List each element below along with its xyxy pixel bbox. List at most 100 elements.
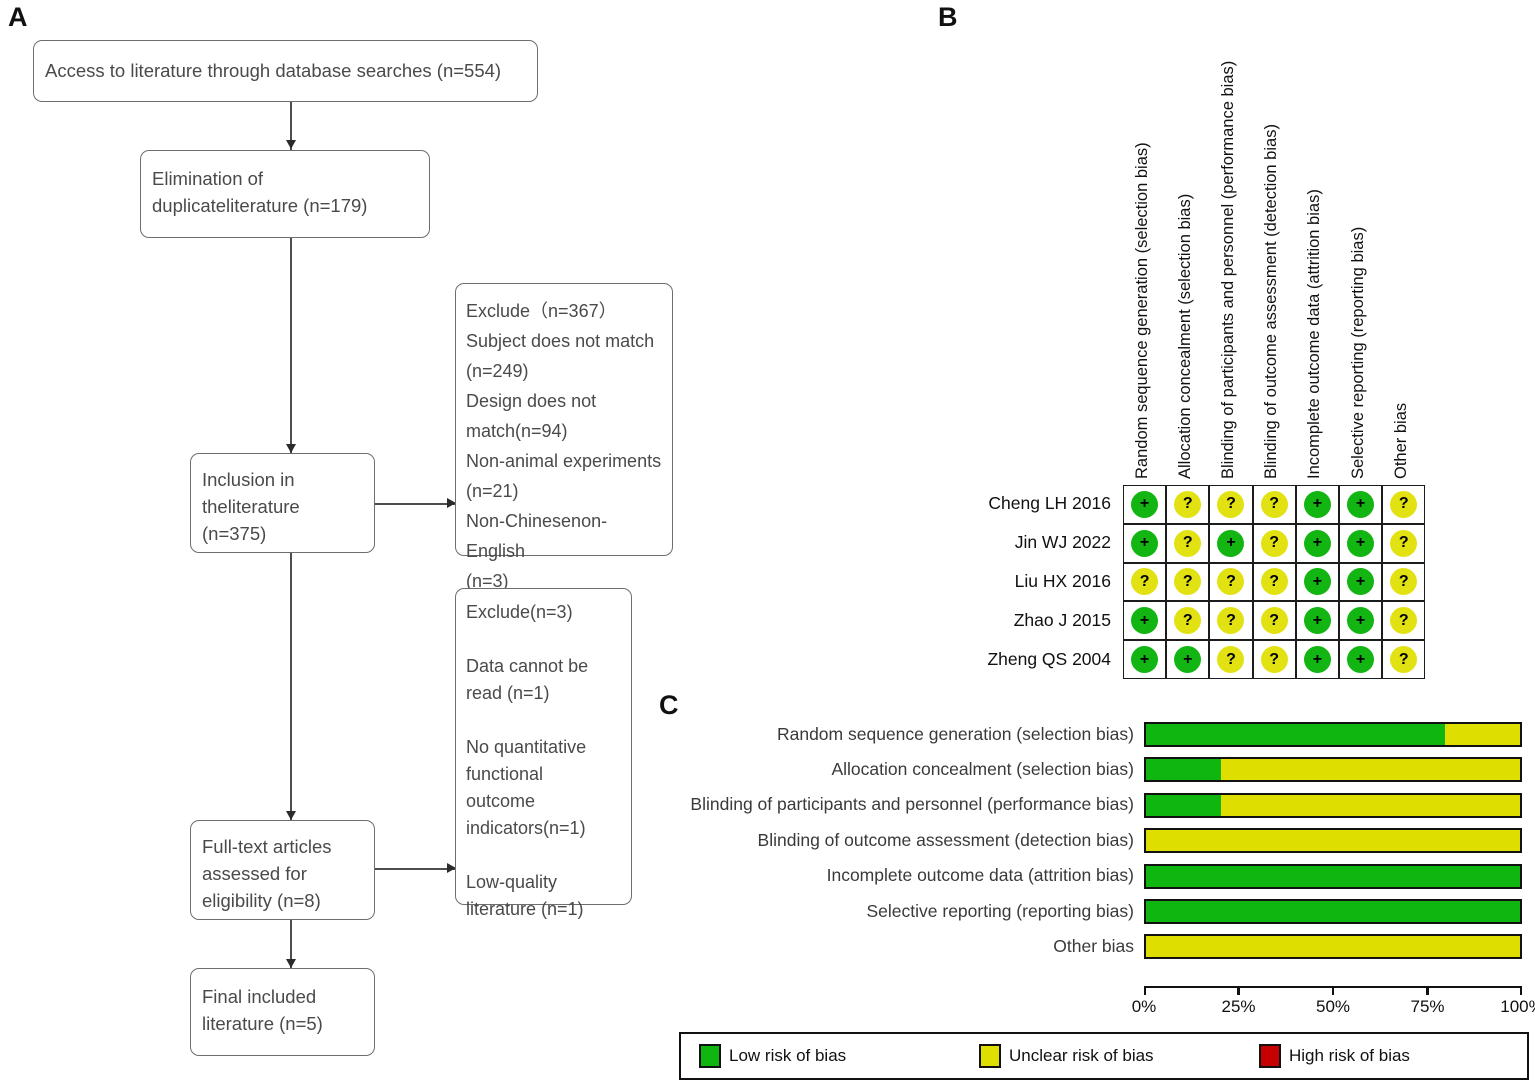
- rob-judgement-unclear-icon: ?: [1217, 568, 1245, 596]
- bar-label-1: Allocation concealment (selection bias): [831, 758, 1134, 779]
- rob-judgement-unclear-icon: ?: [1260, 529, 1288, 557]
- x-tick-label-100: 100%: [1500, 997, 1535, 1016]
- legend-label-high: High risk of bias: [1289, 1046, 1410, 1065]
- panel-b-risk-of-bias-summary: B Random sequence generation (selection …: [930, 0, 1450, 700]
- rob-cell: ?: [1123, 562, 1167, 602]
- flowbox-records-excluded: Exclude（n=367） Subject does not match (n…: [455, 283, 673, 591]
- bar-label-4: Incomplete outcome data (attrition bias): [826, 865, 1134, 886]
- legend-swatch-unclear-icon: [979, 1044, 1001, 1068]
- bar-segment-low: [1146, 901, 1520, 922]
- bar-label-5: Selective reporting (reporting bias): [866, 900, 1135, 921]
- bar-track: [1144, 863, 1522, 889]
- legend-item-unclear: Unclear risk of bias: [979, 1044, 1154, 1068]
- rob-cell: ?: [1209, 485, 1253, 524]
- connector-3: [375, 503, 455, 505]
- bar-label-0: Random sequence generation (selection bi…: [776, 723, 1134, 744]
- rob-cell: +: [1295, 485, 1339, 524]
- x-tick-label-25: 25%: [1221, 997, 1256, 1016]
- rob-judgement-unclear-icon: ?: [1174, 490, 1202, 518]
- legend-swatch-low-icon: [699, 1044, 721, 1068]
- rob-column-header-1: Allocation concealment (selection bias): [1175, 193, 1194, 479]
- rob-judgement-unclear-icon: ?: [1390, 490, 1418, 518]
- legend-item-high: High risk of bias: [1259, 1044, 1410, 1068]
- rob-judgement-unclear-icon: ?: [1390, 607, 1418, 635]
- bar-segment-unclear: [1146, 830, 1520, 852]
- rob-judgement-low-icon: +: [1347, 529, 1375, 557]
- rob-judgement-unclear-icon: ?: [1217, 490, 1245, 518]
- rob-cell: +: [1123, 601, 1167, 641]
- rob-cell: +: [1339, 523, 1383, 563]
- bar-track: [1144, 828, 1522, 854]
- x-tick-75: [1426, 986, 1429, 995]
- rob-judgement-unclear-icon: ?: [1260, 568, 1288, 596]
- rob-cell: ?: [1252, 601, 1296, 641]
- flowbox-fulltext-assessed: Full-text articles assessed for eligibil…: [190, 820, 375, 920]
- rob-cell: +: [1123, 640, 1167, 679]
- panel-c-risk-of-bias-graph: C Random sequence generation (selection …: [655, 690, 1535, 1088]
- arrow-3: [447, 498, 456, 508]
- bar-label-6: Other bias: [1053, 935, 1134, 956]
- x-tick-0: [1144, 986, 1147, 995]
- rob-judgement-unclear-icon: ?: [1217, 646, 1245, 674]
- rob-study-label-4: Zheng QS 2004: [987, 648, 1111, 669]
- legend-swatch-high-icon: [1259, 1044, 1281, 1068]
- rob-cell: ?: [1209, 562, 1253, 602]
- rob-judgement-low-icon: +: [1131, 646, 1159, 674]
- bar-track: [1144, 792, 1522, 818]
- bar-segment-unclear: [1220, 759, 1520, 781]
- rob-judgement-unclear-icon: ?: [1390, 529, 1418, 557]
- bar-segment-unclear: [1445, 724, 1520, 745]
- rob-judgement-unclear-icon: ?: [1174, 568, 1202, 596]
- rob-cell: ?: [1252, 523, 1296, 563]
- rob-judgement-unclear-icon: ?: [1217, 607, 1245, 635]
- x-tick-50: [1331, 986, 1335, 995]
- legend-label-low: Low risk of bias: [729, 1046, 847, 1065]
- bar-track: [1144, 934, 1522, 960]
- bar-segment-low: [1146, 759, 1221, 781]
- rob-judgement-unclear-icon: ?: [1131, 568, 1159, 596]
- rob-cell: ?: [1252, 640, 1296, 679]
- legend-items: Low risk of bias Unclear risk of bias High…: [681, 1034, 1527, 1078]
- rob-cell: ?: [1166, 523, 1210, 563]
- rob-cell: ?: [1209, 601, 1253, 641]
- rob-cell: ?: [1382, 485, 1426, 524]
- rob-cell: ?: [1166, 601, 1210, 641]
- bar-segment-low: [1146, 865, 1520, 887]
- rob-cell: +: [1295, 523, 1339, 563]
- flowbox-records-identified: Access to literature through database se…: [33, 40, 538, 102]
- rob-judgement-low-icon: +: [1303, 490, 1331, 518]
- bar-label-2: Blinding of participants and personnel (…: [690, 794, 1134, 815]
- bar-track: [1144, 899, 1522, 924]
- rob-cell: ?: [1382, 523, 1426, 563]
- flowbox-studies-included: Final included literature (n=5): [190, 968, 375, 1056]
- rob-cell: ?: [1252, 485, 1296, 524]
- bar-segment-low: [1146, 724, 1446, 745]
- rob-cell: +: [1295, 640, 1339, 679]
- rob-cell: +: [1123, 523, 1167, 563]
- rob-judgement-low-icon: +: [1347, 490, 1375, 518]
- connector-1: [290, 102, 292, 150]
- legend-label-unclear: Unclear risk of bias: [1009, 1046, 1154, 1065]
- rob-judgement-unclear-icon: ?: [1390, 568, 1418, 596]
- rob-judgement-unclear-icon: ?: [1174, 607, 1202, 635]
- rob-study-label-3: Zhao J 2015: [1013, 609, 1111, 630]
- rob-judgement-low-icon: +: [1131, 529, 1159, 557]
- rob-column-header-3: Blinding of outcome assessment (detectio…: [1262, 124, 1281, 479]
- x-tick-25: [1237, 986, 1240, 995]
- rob-column-header-4: Incomplete outcome data (attrition bias): [1305, 189, 1324, 479]
- arrow-4: [286, 811, 296, 820]
- rob-judgement-low-icon: +: [1303, 529, 1331, 557]
- rob-cell: +: [1123, 485, 1167, 524]
- rob-column-header-6: Other bias: [1391, 402, 1410, 479]
- rob-judgement-low-icon: +: [1303, 646, 1331, 674]
- rob-cell: ?: [1382, 562, 1426, 602]
- rob-cell: ?: [1382, 601, 1426, 641]
- rob-cell: +: [1339, 562, 1383, 602]
- rob-judgement-low-icon: +: [1131, 490, 1159, 518]
- rob-cell: ?: [1209, 640, 1253, 679]
- connector-4: [290, 553, 292, 820]
- rob-cell: +: [1295, 562, 1339, 602]
- panel-c-label: C: [659, 690, 679, 720]
- rob-judgement-low-icon: +: [1347, 607, 1375, 635]
- rob-study-label-1: Jin WJ 2022: [1014, 532, 1111, 553]
